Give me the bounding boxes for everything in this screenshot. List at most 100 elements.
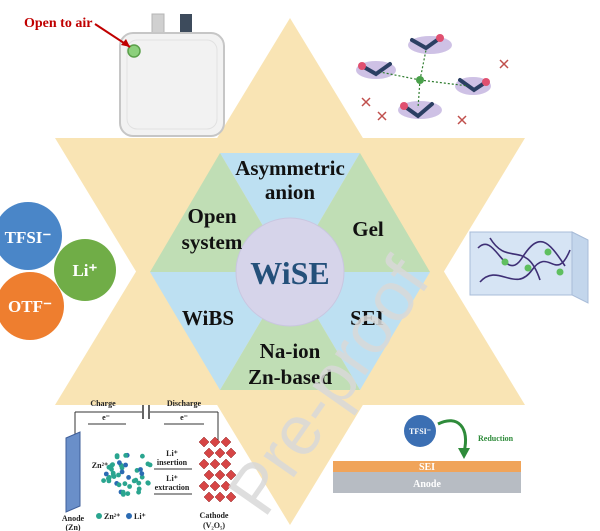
electrolyte-ions: [101, 452, 153, 497]
tfsi-circle: [0, 202, 62, 270]
extraction-label: extraction: [155, 483, 190, 492]
reduction-arrowhead-icon: [458, 448, 470, 459]
ion-dot: [101, 478, 106, 483]
battery-terminal-right: [180, 14, 192, 34]
ion-dot: [123, 462, 128, 468]
li-circle: [54, 239, 116, 301]
label-top-1: Asymmetric: [235, 156, 345, 180]
coordination-bond-1: [419, 49, 427, 81]
insertion-label: insertion: [157, 458, 188, 467]
lattice-octahedron: [214, 469, 226, 481]
zn-ion-label: Zn²⁺: [92, 461, 108, 470]
anode-sub-label: (Zn): [65, 523, 80, 531]
ion-dot: [111, 472, 116, 478]
anion-molecule-panel: [356, 34, 509, 125]
lithium-center-icon: [416, 76, 424, 84]
lattice-octahedron: [198, 480, 210, 492]
ion-dot: [119, 469, 125, 475]
ion-dot: [116, 472, 121, 478]
label-top-2: anion: [265, 180, 316, 204]
coordination-bond-2: [379, 71, 421, 81]
ion-dot: [127, 484, 132, 489]
label-lower-right: SEI: [350, 306, 384, 330]
lattice-octahedron: [198, 436, 210, 448]
label-bottom-1: Na-ion: [260, 339, 321, 363]
lattice-octahedron: [225, 491, 237, 503]
anode-layer: [333, 472, 521, 493]
cathode-label: Cathode: [200, 511, 229, 520]
discharge-label: Discharge: [167, 399, 202, 408]
lattice-octahedron: [214, 491, 226, 503]
lattice-octahedron: [214, 447, 226, 459]
anode-label: Anode: [62, 514, 85, 523]
coordination-bond-4: [417, 79, 421, 109]
center-circle: [235, 217, 345, 327]
crosslink-node-4: [556, 268, 564, 276]
ion-dot: [126, 475, 131, 480]
tfsi-label: TFSI⁻: [5, 228, 52, 247]
legend-li-dot: [126, 513, 132, 519]
zn-cell-panel: Charge Discharge e⁻ e⁻ Anode (Zn) Zn²⁺ L…: [62, 399, 237, 531]
label-upper-right: Gel: [352, 217, 384, 241]
ion-dot: [114, 453, 120, 458]
ion-dot: [139, 474, 145, 480]
ion-dot: [131, 478, 137, 484]
oxygen-atom-4: [400, 102, 408, 110]
cross-mark-2b: [377, 111, 387, 121]
li-extraction-ion-label: Li⁺: [166, 474, 178, 483]
sei-panel: TFSI⁻ Reduction SEI Anode: [333, 415, 521, 493]
label-lower-left: WiBS: [182, 306, 234, 330]
ion-dot: [145, 461, 151, 467]
coordination-bond-3: [419, 79, 469, 87]
ion-dot: [109, 466, 114, 472]
segment-bottom: [220, 272, 360, 390]
gel-block-side: [571, 231, 589, 304]
lattice-octahedron: [225, 469, 237, 481]
battery-pouch: [119, 32, 225, 137]
oxygen-atom-3: [482, 78, 490, 86]
gel-network-panel: [469, 231, 589, 304]
lattice-octahedron: [220, 436, 232, 448]
anion-chain-1: [410, 36, 442, 51]
polymer-chain-1: [477, 240, 566, 267]
ion-dot: [103, 471, 109, 477]
ion-dot: [145, 480, 151, 486]
center-label: WiSE: [250, 255, 329, 291]
ion-dot: [138, 467, 143, 472]
sei-layer-label: SEI: [419, 462, 435, 473]
battery-panel: Open to air: [24, 13, 225, 137]
legend-zn-label: Zn²⁺: [104, 512, 120, 521]
ion-dot: [116, 482, 122, 488]
otf-label: OTF⁻: [8, 297, 52, 316]
lattice-octahedron: [198, 458, 210, 470]
ion-dot: [123, 453, 129, 458]
lattice-octahedron: [203, 491, 215, 503]
lattice-octahedron: [203, 447, 215, 459]
otf-circle: [0, 272, 64, 340]
crosslink-node-1: [501, 258, 509, 266]
legend-zn-dot: [96, 513, 102, 519]
ion-species-panel: TFSI⁻ Li⁺ OTF⁻: [0, 202, 116, 340]
lattice-octahedron: [209, 458, 221, 470]
li-insertion-ion-label: Li⁺: [166, 449, 178, 458]
v2o5-cathode-lattice: [198, 436, 237, 503]
crosslink-node-2: [524, 264, 532, 272]
anion-chain-3: [458, 78, 488, 93]
lattice-octahedron: [220, 458, 232, 470]
crosslink-node-3: [544, 248, 552, 256]
charge-label: Charge: [90, 399, 116, 408]
hexagon: [150, 153, 430, 390]
ion-dot: [117, 460, 122, 466]
legend-li-label: Li⁺: [134, 512, 146, 521]
ion-dot: [125, 491, 131, 496]
label-upper-left-1: Open: [187, 204, 236, 228]
label-upper-left-2: system: [182, 230, 243, 254]
ion-dot: [139, 471, 145, 476]
lattice-octahedron: [225, 447, 237, 459]
open-to-air-label: Open to air: [24, 16, 92, 31]
lattice-octahedron: [220, 480, 232, 492]
anion-chain-4: [402, 102, 434, 119]
gel-block-front: [469, 231, 573, 296]
ion-dot: [120, 492, 126, 497]
